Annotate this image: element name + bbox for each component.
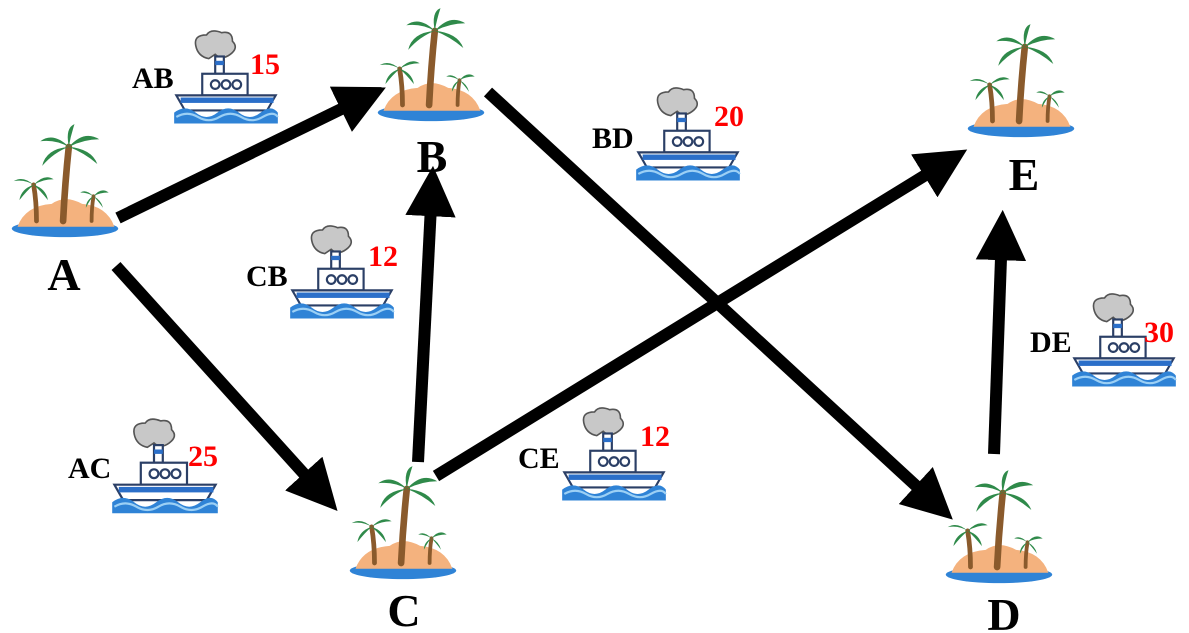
edge-info-bd: BD 20 bbox=[592, 86, 744, 182]
edge-de-label: DE bbox=[1030, 326, 1072, 359]
node-d-label: D bbox=[987, 589, 1020, 633]
island-icon bbox=[968, 24, 1074, 137]
edge-arrow-de bbox=[975, 209, 1027, 455]
edge-ab-label: AB bbox=[132, 62, 174, 95]
edge-ab-cost: 15 bbox=[250, 48, 280, 81]
edge-info-ab: AB 15 bbox=[132, 29, 280, 125]
edge-info-de: DE 30 bbox=[1030, 292, 1177, 388]
node-a: A bbox=[12, 124, 118, 300]
island-icon bbox=[12, 124, 118, 237]
node-c: C bbox=[350, 466, 456, 633]
node-d: D bbox=[946, 470, 1052, 633]
node-a-label: A bbox=[47, 249, 80, 300]
edge-info-cb: CB 12 bbox=[246, 224, 398, 320]
edge-info-ce: CE 12 bbox=[518, 406, 670, 502]
edge-bd-label: BD bbox=[592, 122, 634, 155]
island-icon bbox=[350, 466, 456, 579]
edges bbox=[111, 86, 1027, 520]
edge-ac-label: AC bbox=[68, 452, 111, 485]
edge-ce-cost: 12 bbox=[640, 420, 670, 453]
node-e: E bbox=[968, 24, 1074, 200]
edge-cb-label: CB bbox=[246, 260, 288, 293]
node-b-label: B bbox=[417, 131, 448, 182]
edge-ac-cost: 25 bbox=[188, 440, 218, 473]
edge-arrow-ac bbox=[111, 261, 338, 511]
edge-arrow-ce bbox=[432, 149, 968, 482]
node-c-label: C bbox=[387, 585, 420, 633]
edge-bd-cost: 20 bbox=[714, 100, 744, 133]
node-b: B bbox=[378, 8, 484, 182]
edge-arrow-cb bbox=[405, 165, 456, 463]
edge-de-cost: 30 bbox=[1144, 316, 1174, 349]
island-icon bbox=[378, 8, 484, 121]
island-icon bbox=[946, 470, 1052, 583]
edge-info-ac: AC 25 bbox=[68, 417, 219, 515]
edge-arrow-ab bbox=[115, 86, 387, 224]
edge-cb-cost: 12 bbox=[368, 240, 398, 273]
node-e-label: E bbox=[1009, 149, 1040, 200]
edge-ce-label: CE bbox=[518, 442, 560, 475]
